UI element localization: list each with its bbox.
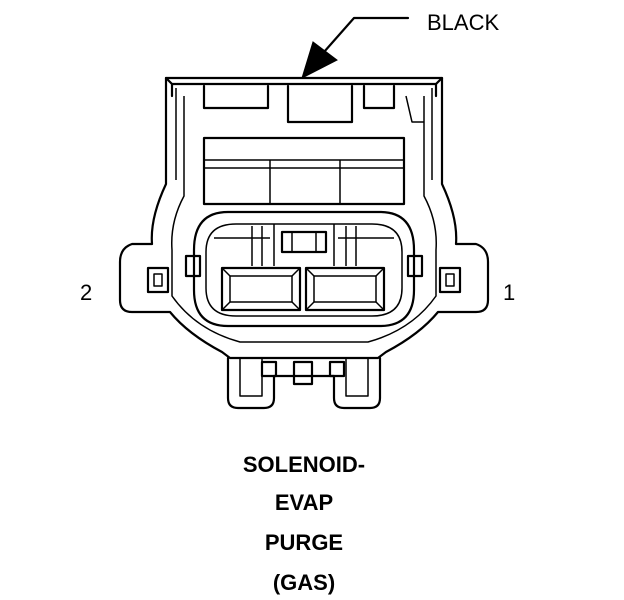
connector-caption: SOLENOID- EVAP PURGE (GAS)	[243, 452, 365, 595]
left-lock-tab	[146, 266, 170, 294]
connector-top-lock-bar	[164, 76, 444, 86]
caption-line-1: SOLENOID-	[243, 452, 365, 477]
bottom-terminal-exits	[226, 356, 382, 410]
callout-arrowhead	[301, 41, 338, 79]
color-callout: BLACK	[301, 10, 499, 79]
right-lock-tab	[438, 266, 462, 294]
callout-label: BLACK	[427, 10, 499, 35]
terminal-cavity-outer	[192, 210, 416, 328]
connector-body	[118, 76, 490, 410]
terminal-cavity-inner	[205, 223, 403, 317]
caption-line-4: (GAS)	[273, 570, 335, 595]
terminal-2	[220, 266, 302, 312]
connector-inner-housing	[171, 96, 437, 343]
center-key	[280, 230, 328, 254]
connector-outer-housing	[118, 76, 490, 360]
pin-label-2: 2	[80, 280, 92, 305]
caption-line-3: PURGE	[265, 530, 343, 555]
caption-line-2: EVAP	[275, 490, 333, 515]
terminal-1	[304, 266, 386, 312]
callout-leader-line	[322, 16, 410, 54]
pin-label-1: 1	[503, 280, 515, 305]
terminal-cover-block	[202, 136, 406, 206]
